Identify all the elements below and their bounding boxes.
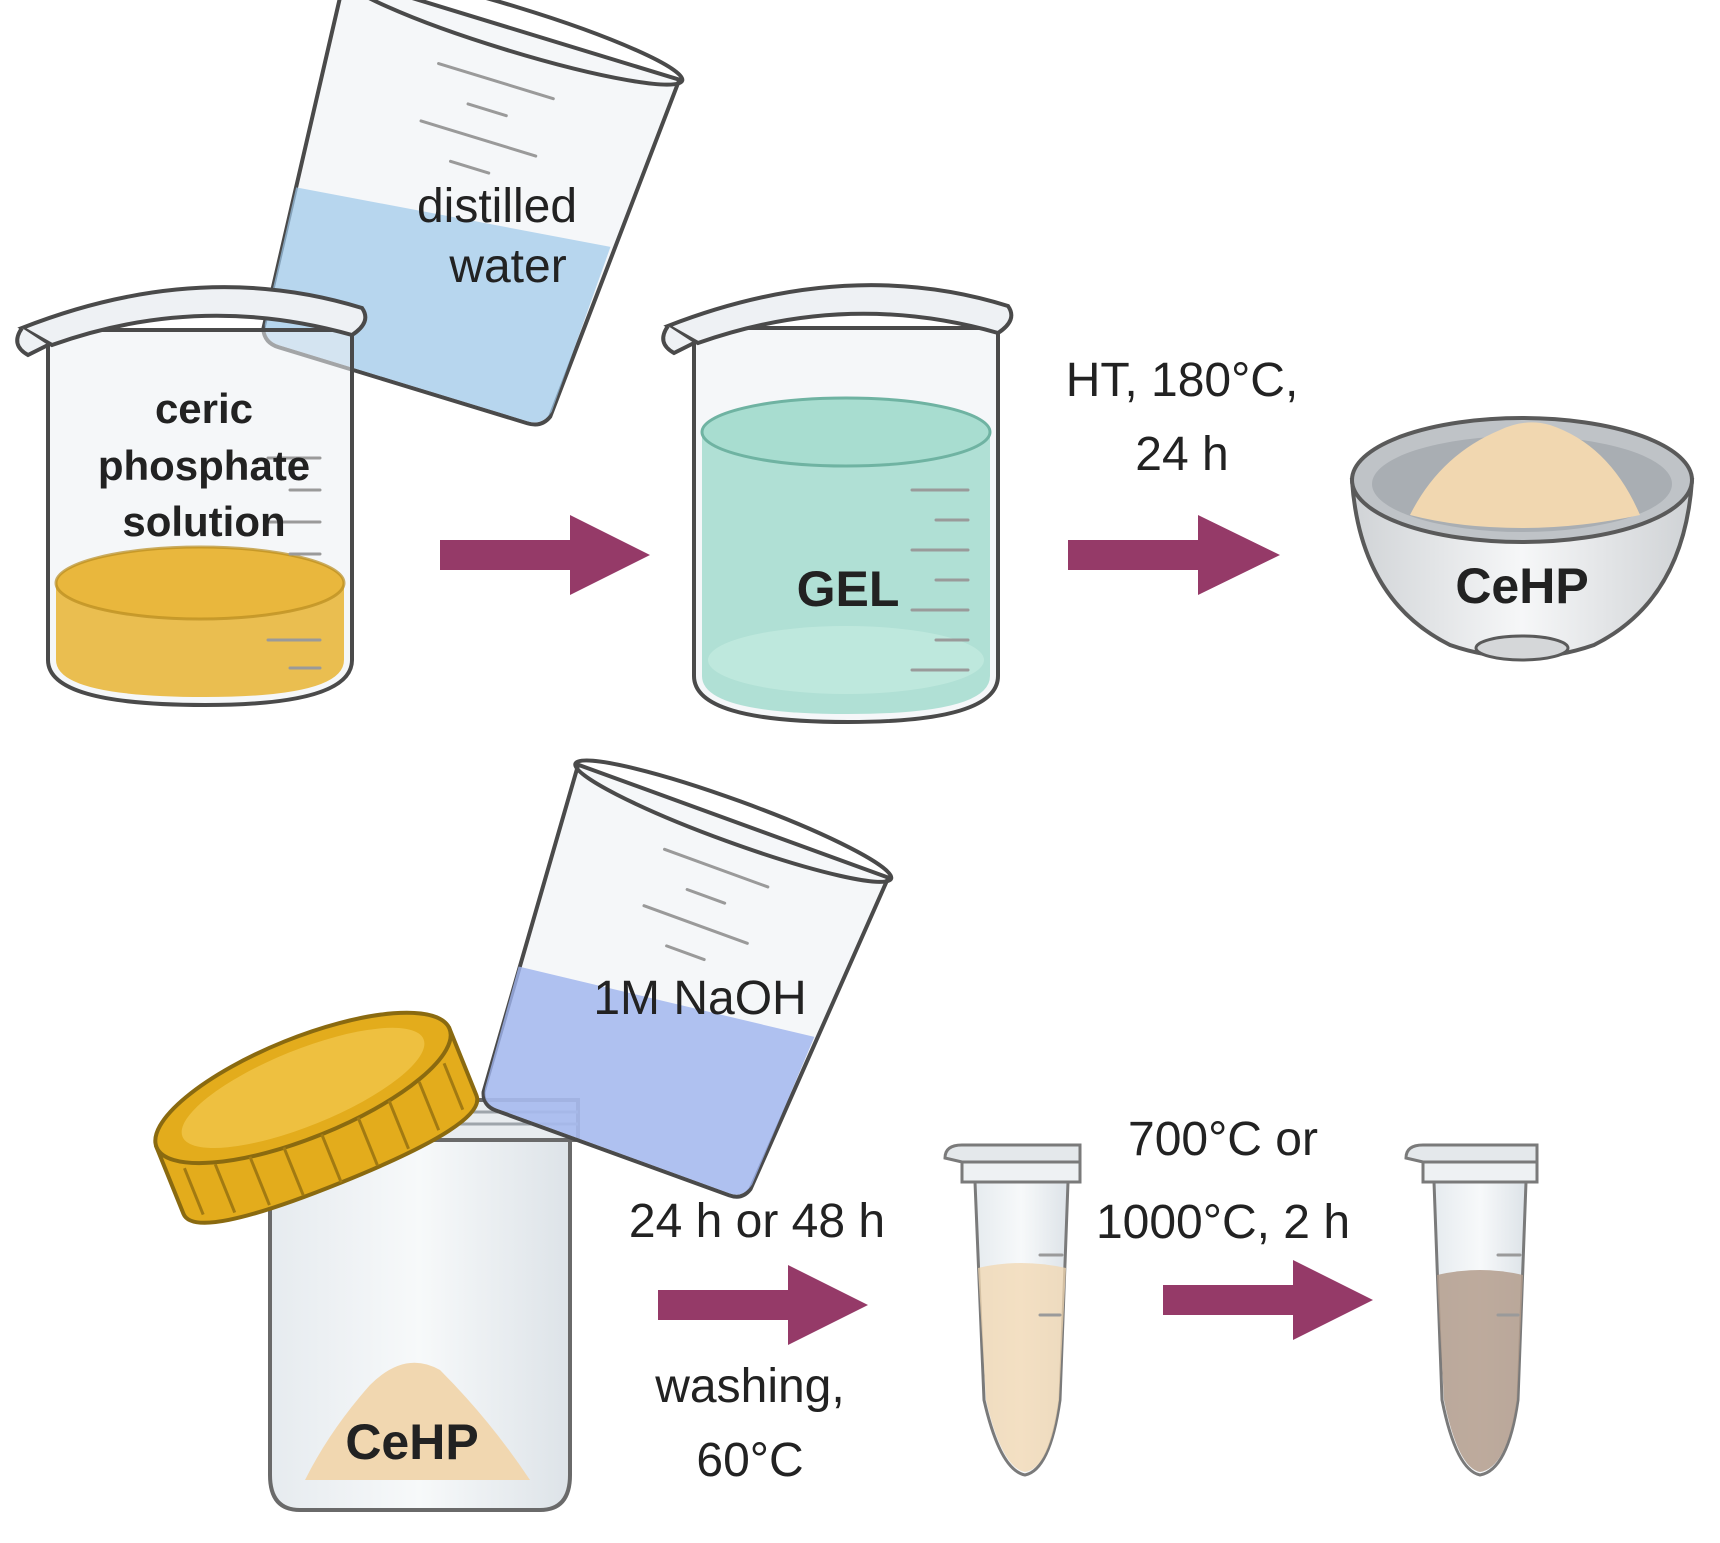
step3-label-below-line2: 60°C <box>696 1434 803 1487</box>
calcined-powder <box>1437 1270 1523 1472</box>
distilled-water-label-line2: water <box>448 240 566 293</box>
microtube-icon <box>1404 1143 1539 1477</box>
gel-liquid <box>700 396 992 714</box>
gel-label: GEL <box>797 561 900 617</box>
naoh-liquid <box>484 966 815 1195</box>
arrow-right-icon <box>440 515 650 595</box>
pouring-beaker-icon <box>481 758 894 1199</box>
distilled-water-label-line1: distilled <box>417 180 577 233</box>
jar-label: CeHP <box>345 1414 478 1470</box>
ceric-label-line3: solution <box>122 498 285 545</box>
ceric-solution-liquid <box>54 545 346 697</box>
naoh-label: 1M NaOH <box>593 972 806 1025</box>
step3-label-below-line1: washing, <box>654 1360 844 1413</box>
arrow-right-icon <box>1163 1260 1373 1340</box>
arrow-right-icon <box>1068 515 1280 595</box>
arrow-right-icon <box>658 1265 868 1345</box>
step4-label-line1: 700°C or <box>1128 1113 1318 1166</box>
pouring-beaker-icon <box>261 0 685 427</box>
step3-label-above: 24 h or 48 h <box>629 1195 885 1248</box>
step4-label-line2: 1000°C, 2 h <box>1096 1196 1350 1249</box>
ceric-label-line1: ceric <box>155 385 253 432</box>
beaker-icon <box>661 283 1014 725</box>
cehp-powder <box>305 1362 530 1480</box>
ceric-label-line2: phosphate <box>98 442 310 489</box>
bowl-label: CeHP <box>1455 558 1588 614</box>
microtube-icon <box>943 1143 1082 1477</box>
step2-label-line1: HT, 180°C, <box>1066 354 1299 407</box>
beaker-icon <box>15 285 368 708</box>
step2-label-line2: 24 h <box>1135 428 1228 481</box>
jar-lid-icon <box>153 1010 480 1225</box>
cehp-powder <box>1410 422 1640 528</box>
bowl-icon <box>1349 416 1695 662</box>
